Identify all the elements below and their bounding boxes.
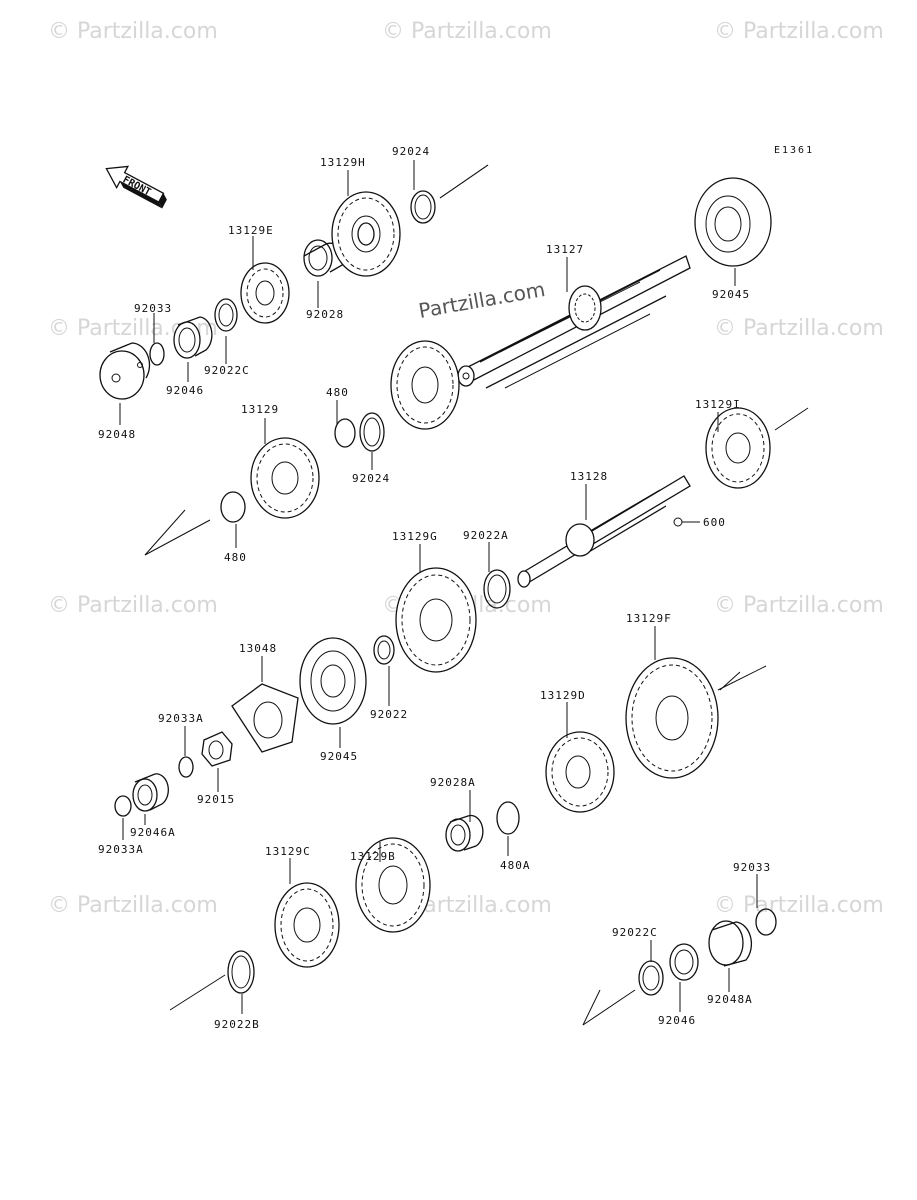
shaft-13128[interactable]: [517, 475, 691, 588]
part-label[interactable]: 13129B: [350, 850, 396, 863]
part-label[interactable]: 92048: [98, 428, 136, 441]
gear-13129d[interactable]: [545, 731, 615, 813]
watermark: © Partzilla.com: [48, 19, 218, 44]
part-label[interactable]: 92022: [370, 708, 408, 721]
watermark: © Partzilla.com: [382, 19, 552, 44]
gear-13129c[interactable]: [274, 882, 340, 968]
watermark: © Partzilla.com: [714, 19, 884, 44]
part-label[interactable]: 92022C: [612, 926, 658, 939]
part-label[interactable]: 92046: [166, 384, 204, 397]
part-label[interactable]: 13129E: [228, 224, 274, 237]
watermark-center: Partzilla.com: [417, 277, 547, 323]
part-label[interactable]: 600: [703, 516, 726, 529]
watermark: © Partzilla.com: [714, 593, 884, 618]
oil-600-icon: [673, 517, 700, 527]
needle-bearing-92046-lower[interactable]: [669, 943, 699, 981]
part-labels: 13129H 92024 13129E 92028 92033 92046 92…: [98, 145, 771, 1031]
diagram-code: E1361: [774, 145, 814, 156]
part-label[interactable]: 92045: [712, 288, 750, 301]
part-label[interactable]: 480: [224, 551, 247, 564]
watermark: © Partzilla.com: [714, 316, 884, 341]
part-label[interactable]: 92024: [392, 145, 430, 158]
part-label[interactable]: 92028: [306, 308, 344, 321]
washer-92022c[interactable]: [214, 298, 238, 332]
circlip-480a[interactable]: [496, 801, 520, 835]
guide-13048[interactable]: [231, 683, 299, 753]
watermark: © Partzilla.com: [48, 893, 218, 918]
washer-92022[interactable]: [373, 635, 395, 665]
circlip-92033[interactable]: [149, 342, 165, 366]
watermark: © Partzilla.com: [714, 893, 884, 918]
bearing-92045-upper[interactable]: [694, 177, 772, 267]
nut-92015[interactable]: [201, 731, 233, 767]
circlip-480-lower[interactable]: [220, 491, 246, 523]
shaft-13127[interactable]: [457, 255, 691, 389]
part-label[interactable]: 13129G: [392, 530, 438, 543]
part-label[interactable]: 92022B: [214, 1018, 260, 1031]
front-arrow-icon: FRONT: [105, 165, 167, 209]
part-label[interactable]: 13048: [239, 642, 277, 655]
circlip-480-upper[interactable]: [334, 418, 356, 448]
part-label[interactable]: 13128: [570, 470, 608, 483]
gear-shaft-13127-mounted: [390, 340, 460, 430]
leader-lines: [119, 160, 758, 1014]
collar-92048[interactable]: [99, 342, 151, 400]
part-label[interactable]: 13129I: [695, 398, 741, 411]
bearing-92045-lower[interactable]: [299, 637, 367, 725]
part-label[interactable]: 480A: [500, 859, 531, 872]
washer-92022c-lower[interactable]: [638, 960, 664, 996]
part-label[interactable]: 92045: [320, 750, 358, 763]
washer-92022b[interactable]: [227, 950, 255, 994]
part-label[interactable]: 92033: [733, 861, 771, 874]
bushing-92028a[interactable]: [445, 814, 484, 852]
washer-92024[interactable]: [410, 190, 436, 224]
gear-13129i[interactable]: [705, 407, 771, 489]
circlip-92033a-upper[interactable]: [178, 756, 194, 778]
axis-lines: [144, 164, 809, 1026]
part-label[interactable]: 480: [326, 386, 349, 399]
part-label[interactable]: 13129F: [626, 612, 672, 625]
gear-13129e[interactable]: [240, 262, 290, 324]
part-label[interactable]: 13129H: [320, 156, 366, 169]
part-label[interactable]: 92015: [197, 793, 235, 806]
collar-92048a[interactable]: [708, 920, 753, 967]
part-label[interactable]: 13127: [546, 243, 584, 256]
part-label[interactable]: 13129D: [540, 689, 586, 702]
part-label[interactable]: 92033A: [158, 712, 204, 725]
needle-bearing-92046[interactable]: [173, 316, 213, 359]
watermark: © Partzilla.com: [48, 593, 218, 618]
part-label[interactable]: 13129: [241, 403, 279, 416]
gear-13129f[interactable]: [625, 657, 719, 779]
part-label[interactable]: 92046: [658, 1014, 696, 1027]
gear-13129h[interactable]: [331, 191, 401, 277]
part-label[interactable]: 92024: [352, 472, 390, 485]
washer-92022a[interactable]: [483, 569, 511, 609]
needle-bearing-92046a[interactable]: [132, 773, 169, 812]
part-label[interactable]: 92048A: [707, 993, 753, 1006]
part-label[interactable]: 92028A: [430, 776, 476, 789]
gear-13129b[interactable]: [355, 837, 431, 933]
gear-13129[interactable]: [250, 437, 320, 519]
circlip-92033a-lower[interactable]: [114, 795, 132, 817]
circlip-92033-lower[interactable]: [755, 908, 777, 936]
part-label[interactable]: 92046A: [130, 826, 176, 839]
washer-92024-lower[interactable]: [359, 412, 385, 452]
part-label[interactable]: 92022C: [204, 364, 250, 377]
part-label[interactable]: 92033: [134, 302, 172, 315]
gear-13129g[interactable]: [395, 567, 477, 673]
part-label[interactable]: 92022A: [463, 529, 509, 542]
part-label[interactable]: 92033A: [98, 843, 144, 856]
part-label[interactable]: 13129C: [265, 845, 311, 858]
